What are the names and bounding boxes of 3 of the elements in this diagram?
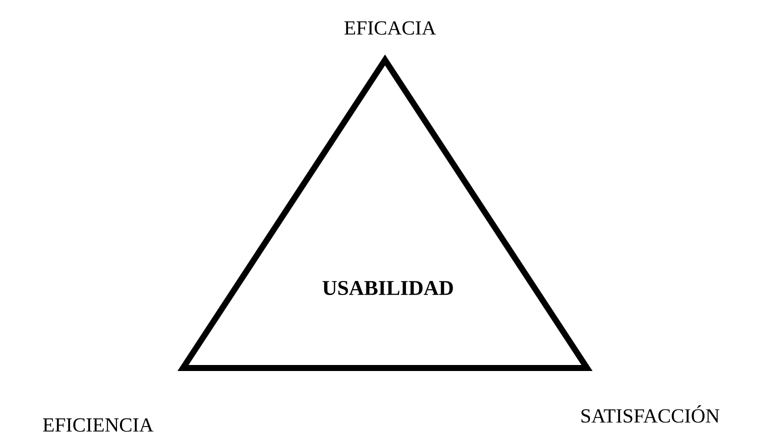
- vertex-label: EFICIENCIA: [43, 418, 154, 432]
- vertex-label: EFICACIA: [344, 21, 436, 35]
- vertex-label: SATISFACCIÓN: [582, 405, 720, 423]
